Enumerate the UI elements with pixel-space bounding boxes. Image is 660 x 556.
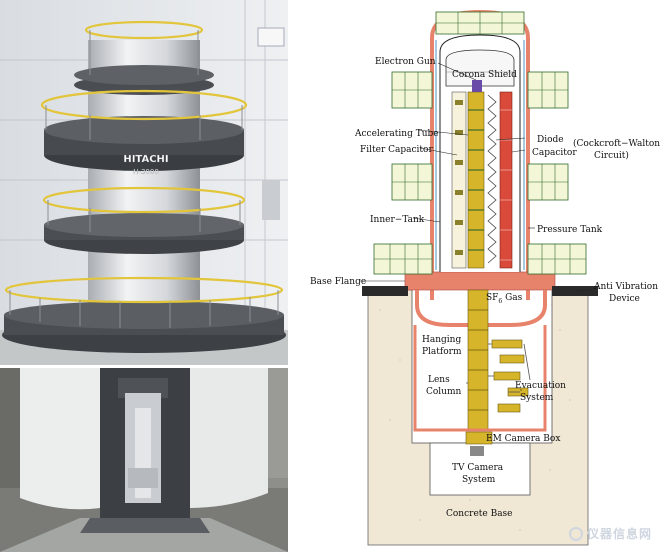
label-hanging-1: Hanging xyxy=(422,335,461,345)
label-inner-tank: Inner−Tank xyxy=(370,215,425,225)
hv-em-schematic: Electron Gun Corona Shield Accelerating … xyxy=(300,0,660,552)
label-corona-shield: Corona Shield xyxy=(452,70,517,80)
label-cockcroft-1: (Cockcroft−Walton xyxy=(573,138,660,149)
label-lens-2: Column xyxy=(426,387,462,397)
label-hanging-2: Platform xyxy=(422,347,462,357)
label-sf6-gas: SF6 Gas xyxy=(486,293,523,305)
watermark-logo: 仪器信息网 xyxy=(568,525,652,542)
label-em-camera-box: EM Camera Box xyxy=(486,434,560,444)
hitachi-label: HITACHI H-3000 xyxy=(123,154,169,176)
microscope-tower-photo: HITACHI H-3000 xyxy=(0,0,288,365)
label-filter-capacitor: Filter Capacitor xyxy=(360,145,433,155)
label-pressure-tank: Pressure Tank xyxy=(537,225,603,235)
label-evacuation-2: System xyxy=(520,393,554,403)
label-accelerating-tube: Accelerating Tube xyxy=(354,129,439,139)
label-cockcroft-2: Circuit) xyxy=(594,150,629,161)
label-electron-gun: Electron Gun xyxy=(375,57,436,67)
label-base-flange: Base Flange xyxy=(310,277,366,287)
svg-text:H-3000: H-3000 xyxy=(133,168,159,176)
microscope-interior-photo xyxy=(0,368,288,552)
label-concrete-base: Concrete Base xyxy=(446,509,513,519)
watermark-text: 仪器信息网 xyxy=(586,527,652,541)
label-capacitor: Capacitor xyxy=(532,148,577,158)
label-anti-vibration-1: Anti Vibration xyxy=(593,282,658,292)
label-lens-1: Lens xyxy=(428,375,450,385)
svg-text:HITACHI: HITACHI xyxy=(123,154,168,165)
label-tv-camera-2: System xyxy=(462,475,496,485)
label-anti-vibration-2: Device xyxy=(609,294,640,304)
label-diode: Diode xyxy=(537,135,564,145)
watermark-icon xyxy=(568,526,583,541)
label-evacuation-1: Evacuation xyxy=(515,381,566,391)
label-tv-camera-1: TV Camera xyxy=(452,463,504,473)
